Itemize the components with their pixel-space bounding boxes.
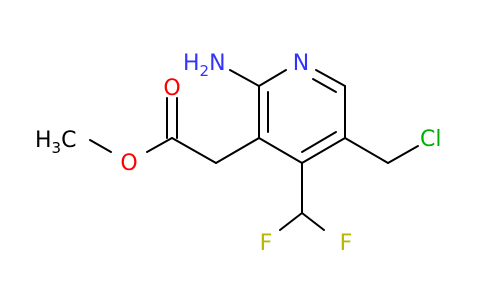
chlorine-label: Cl: [420, 127, 441, 152]
fluorine-left-label: F: [260, 231, 273, 256]
amino-group-label: H2N: [183, 51, 226, 80]
methyl-group-label: H3C: [35, 128, 76, 157]
ether-oxygen-label: O: [120, 151, 137, 176]
bond-n1-c6: [315, 69, 346, 87]
bond-c2-nh2: [229, 69, 260, 87]
bond-lines: [89, 69, 419, 231]
bond-c5-ch2cl: [344, 137, 389, 164]
bond-chf2-f-left: [279, 212, 303, 231]
carbonyl-oxygen-label: O: [163, 76, 180, 101]
amino-h-label: H: [183, 51, 200, 76]
methyl-h-label: H: [35, 128, 52, 153]
bond-c3-ch2: [215, 137, 260, 164]
bond-carbonyl-ether-o: [146, 137, 173, 153]
bond-ch2-carbonyl: [171, 137, 217, 164]
amino-subscript: 2: [200, 62, 210, 80]
bond-chf2-f-right: [301, 212, 325, 231]
amino-n-label: N: [209, 51, 225, 76]
methyl-c-label: C: [61, 128, 76, 153]
methyl-subscript: 3: [52, 139, 62, 157]
bond-c5-c4-inner: [301, 131, 337, 153]
bond-ether-o-methyl: [89, 139, 112, 153]
bond-c5-c4: [301, 137, 346, 164]
ring-nitrogen-label: N: [293, 51, 309, 76]
bond-n1-c6-inner: [312, 78, 337, 93]
fluorine-right-label: F: [340, 231, 353, 256]
bond-ch2-cl: [387, 145, 419, 164]
bond-c4-c3: [258, 137, 303, 164]
bond-c2-n1: [258, 69, 287, 87]
